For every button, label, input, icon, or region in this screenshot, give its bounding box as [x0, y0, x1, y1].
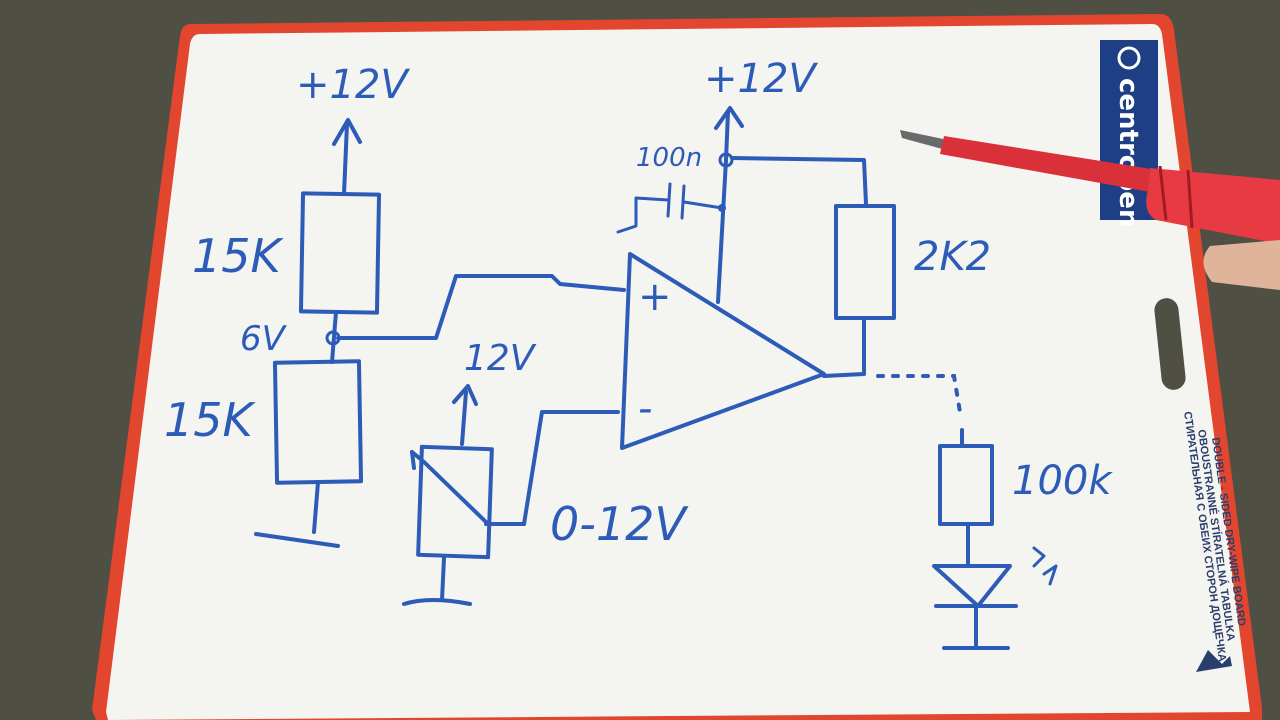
gnome-logo-icon [1196, 650, 1232, 672]
led-icon [932, 546, 1058, 650]
board-face [106, 24, 1250, 720]
resistor-r1 [298, 191, 382, 315]
label-r1: 15K [192, 229, 285, 283]
label-mid-voltage: 6V [240, 319, 288, 359]
supply-arrow-left-icon [332, 118, 362, 196]
label-r2: 15K [164, 393, 257, 447]
ground-pot-icon [402, 598, 472, 606]
hanging-slot [1154, 298, 1186, 390]
label-pot-range: 0-12V [550, 497, 689, 551]
hand-fingers [1203, 240, 1280, 290]
capacitor-icon [616, 182, 726, 234]
label-supply-right: +12V [704, 56, 818, 102]
potentiometer [416, 444, 494, 560]
brand-logo-icon [1117, 46, 1141, 70]
label-supply-left: +12V [296, 62, 410, 108]
brand-name: centropen [1113, 78, 1143, 227]
opamp-body [620, 252, 826, 450]
ground-left-icon [254, 532, 340, 548]
opamp-minus-label: - [638, 386, 652, 432]
label-pullup: 2K2 [914, 234, 991, 280]
screwdriver-pointer [900, 130, 1280, 244]
pot-supply-arrow-icon [452, 384, 478, 446]
dotted-link [876, 374, 962, 414]
label-cap: 100n [636, 143, 702, 173]
opamp-plus-label: + [638, 274, 672, 320]
label-pot-supply: 12V [464, 338, 537, 379]
pot-wiper [410, 450, 488, 524]
supply-arrow-right-icon [714, 106, 744, 162]
label-led-resistor: 100k [1012, 458, 1113, 504]
